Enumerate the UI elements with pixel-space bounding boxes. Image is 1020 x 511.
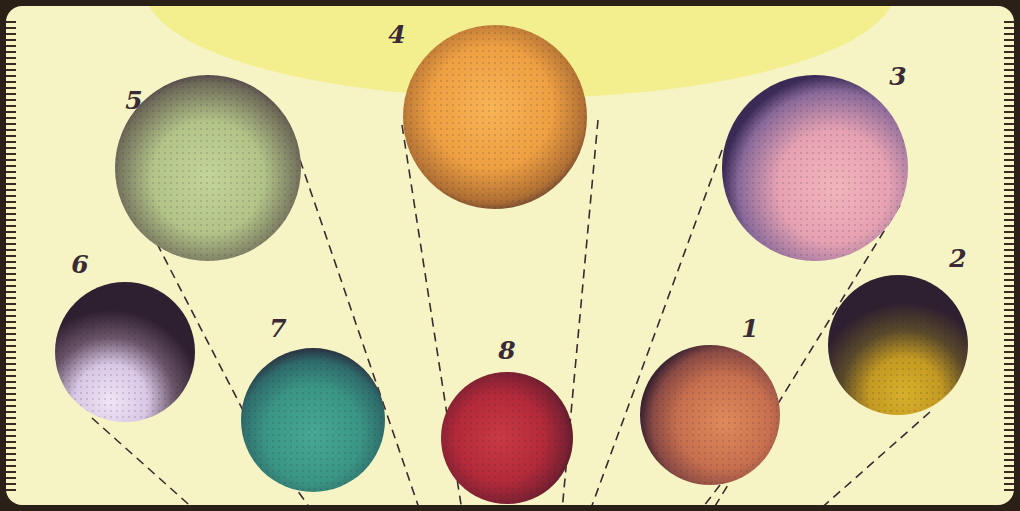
- callout-number: 4: [388, 22, 405, 47]
- planet-spheres: [55, 25, 968, 504]
- callout-number: 2: [949, 246, 966, 271]
- ruler-ticks: [6, 22, 1014, 490]
- callout-number: 1: [741, 316, 758, 341]
- callout-number: 7: [269, 316, 286, 341]
- callout-number: 6: [71, 252, 88, 277]
- callout-number: 5: [125, 88, 142, 113]
- callout-number: 3: [889, 64, 906, 89]
- callout-number: 8: [498, 338, 515, 363]
- background: [6, 6, 1014, 505]
